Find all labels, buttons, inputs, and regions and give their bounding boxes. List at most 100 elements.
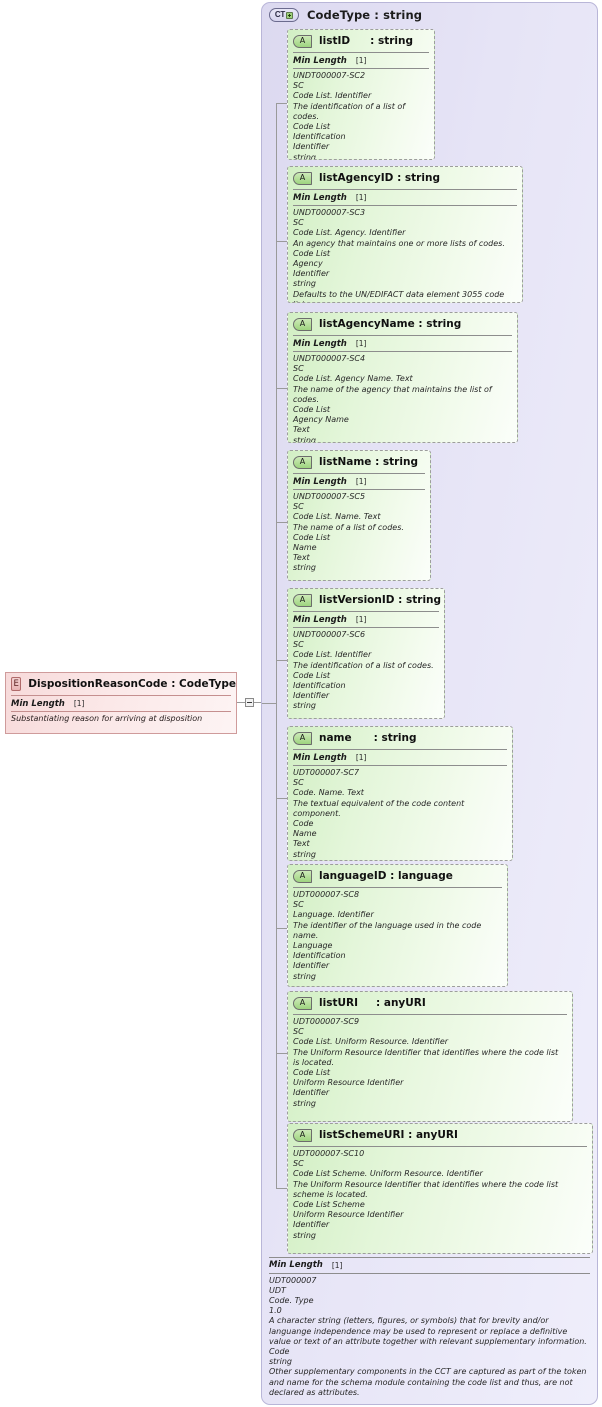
doc-line: Code List. Identifier: [293, 91, 372, 101]
doc-line: Code List: [293, 248, 331, 258]
attribute-box-languageid[interactable]: A languageID : language UDT000007-SC8 SC…: [287, 864, 508, 987]
attribute-box-listname[interactable]: A listName : string Min Length [1] UNDT0…: [287, 450, 431, 581]
attribute-badge-icon: A: [293, 869, 312, 883]
attribute-facet-cardinality: [1]: [355, 615, 367, 624]
expand-collapse-toggle[interactable]: [245, 698, 254, 707]
doc-line: SC: [293, 81, 304, 91]
attribute-badge-icon: A: [293, 731, 312, 745]
element-title: DispositionReasonCode : CodeType: [28, 678, 236, 690]
complextype-facet-row: Min Length [1]: [269, 1256, 590, 1274]
doc-line: string: [293, 701, 316, 711]
doc-line: UDT000007: [269, 1275, 317, 1285]
attribute-facet-label: Min Length: [293, 476, 347, 487]
connector-line-container: [254, 702, 262, 703]
attribute-box-listagencyname[interactable]: A listAgencyName : string Min Length [1]…: [287, 312, 518, 443]
doc-line: string: [269, 1357, 292, 1367]
doc-line: Code List Scheme. Uniform Resource. Iden…: [293, 1169, 483, 1179]
attribute-name: listAgencyID : string: [319, 172, 440, 184]
complextype-header: CT CodeType : string: [262, 3, 597, 27]
doc-line: Code List: [293, 670, 331, 680]
attribute-name: listURI: anyURI: [319, 997, 426, 1009]
attribute-badge-icon: A: [293, 455, 312, 469]
attribute-name: languageID : language: [319, 870, 453, 882]
doc-line: Code List: [293, 1068, 331, 1078]
doc-line: Identifier: [293, 1220, 330, 1230]
attribute-divider: [293, 887, 502, 888]
doc-line: SC: [293, 640, 304, 650]
doc-line: UNDT000007-SC5: [293, 492, 366, 501]
doc-line: The Uniform Resource Identifier that ide…: [293, 1047, 559, 1067]
doc-line: SC: [293, 502, 304, 512]
attribute-badge-icon: A: [293, 34, 312, 48]
attribute-header: A name: string: [288, 727, 512, 749]
doc-line: The identification of a list of codes.: [293, 660, 434, 670]
doc-line: The textual equivalent of the code conte…: [293, 798, 465, 818]
attribute-tree-branch: [276, 522, 287, 523]
attribute-divider: [293, 1014, 567, 1015]
doc-line: Uniform Resource Identifier: [293, 1078, 404, 1088]
attribute-tree-root-link: [262, 703, 276, 704]
doc-line: Identifier: [293, 691, 330, 701]
attribute-type-text: : string: [397, 172, 440, 184]
attribute-facet-label: Min Length: [293, 55, 347, 66]
attribute-tree-spine-lower: [276, 728, 277, 1188]
connector-line-element: [237, 702, 245, 703]
complextype-facet-label: Min Length: [269, 1260, 323, 1271]
attribute-name: name: string: [319, 732, 417, 744]
attribute-badge-icon: A: [293, 593, 312, 607]
doc-line: string: [293, 279, 316, 289]
attribute-tree-branch: [276, 241, 287, 242]
doc-line: Code List. Name. Text: [293, 512, 381, 522]
attribute-facet-row: Min Length [1]: [293, 189, 517, 206]
attribute-badge-label: A: [299, 173, 306, 182]
attribute-name: listVersionID : string: [319, 594, 441, 606]
attribute-header: A listURI: anyURI: [288, 992, 572, 1014]
doc-line: Text: [293, 553, 310, 563]
doc-line: Identifier: [293, 961, 330, 971]
attribute-tree-branch: [276, 103, 287, 104]
attribute-box-listuri[interactable]: A listURI: anyURI UDT000007-SC9 SC Code …: [287, 991, 573, 1122]
attribute-facet-label: Min Length: [293, 614, 347, 625]
attribute-box-listid[interactable]: A listID: string Min Length [1] UNDT0000…: [287, 29, 435, 160]
doc-line: The Uniform Resource Identifier that ide…: [293, 1179, 559, 1199]
attribute-name-text: listAgencyName: [319, 318, 415, 330]
element-documentation: Substantiating reason for arriving at di…: [6, 712, 236, 727]
doc-line: The identifier of the language used in t…: [293, 920, 482, 940]
attribute-box-name[interactable]: A name: string Min Length [1] UDT000007-…: [287, 726, 513, 861]
attribute-badge-label: A: [299, 998, 306, 1007]
attribute-documentation: UNDT000007-SC4 SC Code List. Agency Name…: [288, 352, 517, 443]
attribute-badge-icon: A: [293, 317, 312, 331]
element-badge-icon: E: [11, 677, 22, 691]
element-header: E DispositionReasonCode : CodeType: [6, 673, 236, 695]
complextype-title: CodeType : string: [307, 8, 423, 22]
attribute-box-listversionid[interactable]: A listVersionID : string Min Length [1] …: [287, 588, 445, 719]
attribute-facet-label: Min Length: [293, 752, 347, 763]
complextype-badge-icon[interactable]: CT: [269, 8, 299, 22]
ct-plus-icon[interactable]: [286, 11, 294, 19]
attribute-type-text: : string: [418, 318, 462, 330]
doc-line: Language. Identifier: [293, 910, 374, 920]
doc-line: Code List: [293, 532, 331, 542]
attribute-tree-branch: [276, 660, 287, 661]
attribute-badge-icon: A: [293, 1128, 312, 1142]
doc-line: Code: [269, 1346, 290, 1356]
attribute-header: A listAgencyName : string: [288, 313, 517, 335]
doc-line: string: [293, 435, 316, 443]
doc-line: Identification: [293, 681, 346, 691]
doc-line: Code List. Agency. Identifier: [293, 228, 406, 238]
doc-line: Identifier: [293, 142, 330, 152]
attribute-name: listAgencyName : string: [319, 318, 461, 330]
element-box-dispositionreasoncode[interactable]: E DispositionReasonCode : CodeType Min L…: [5, 672, 237, 734]
attribute-name: listSchemeURI : anyURI: [319, 1129, 458, 1141]
attribute-facet-cardinality: [1]: [355, 753, 367, 762]
attribute-box-listagencyid[interactable]: A listAgencyID : string Min Length [1] U…: [287, 166, 523, 303]
attribute-box-listschemeuri[interactable]: A listSchemeURI : anyURI UDT000007-SC10 …: [287, 1123, 593, 1254]
attribute-divider: [293, 1146, 587, 1147]
attribute-tree-branch: [276, 1188, 287, 1189]
complextype-container-codetype[interactable]: CT CodeType : string A listID: string: [261, 2, 598, 1405]
attribute-name-text: languageID: [319, 870, 387, 882]
doc-line: 1.0: [269, 1306, 282, 1316]
doc-line: Code List. Uniform Resource. Identifier: [293, 1037, 449, 1047]
doc-line: Code. Type: [269, 1295, 314, 1305]
doc-line: An agency that maintains one or more lis…: [293, 238, 505, 248]
